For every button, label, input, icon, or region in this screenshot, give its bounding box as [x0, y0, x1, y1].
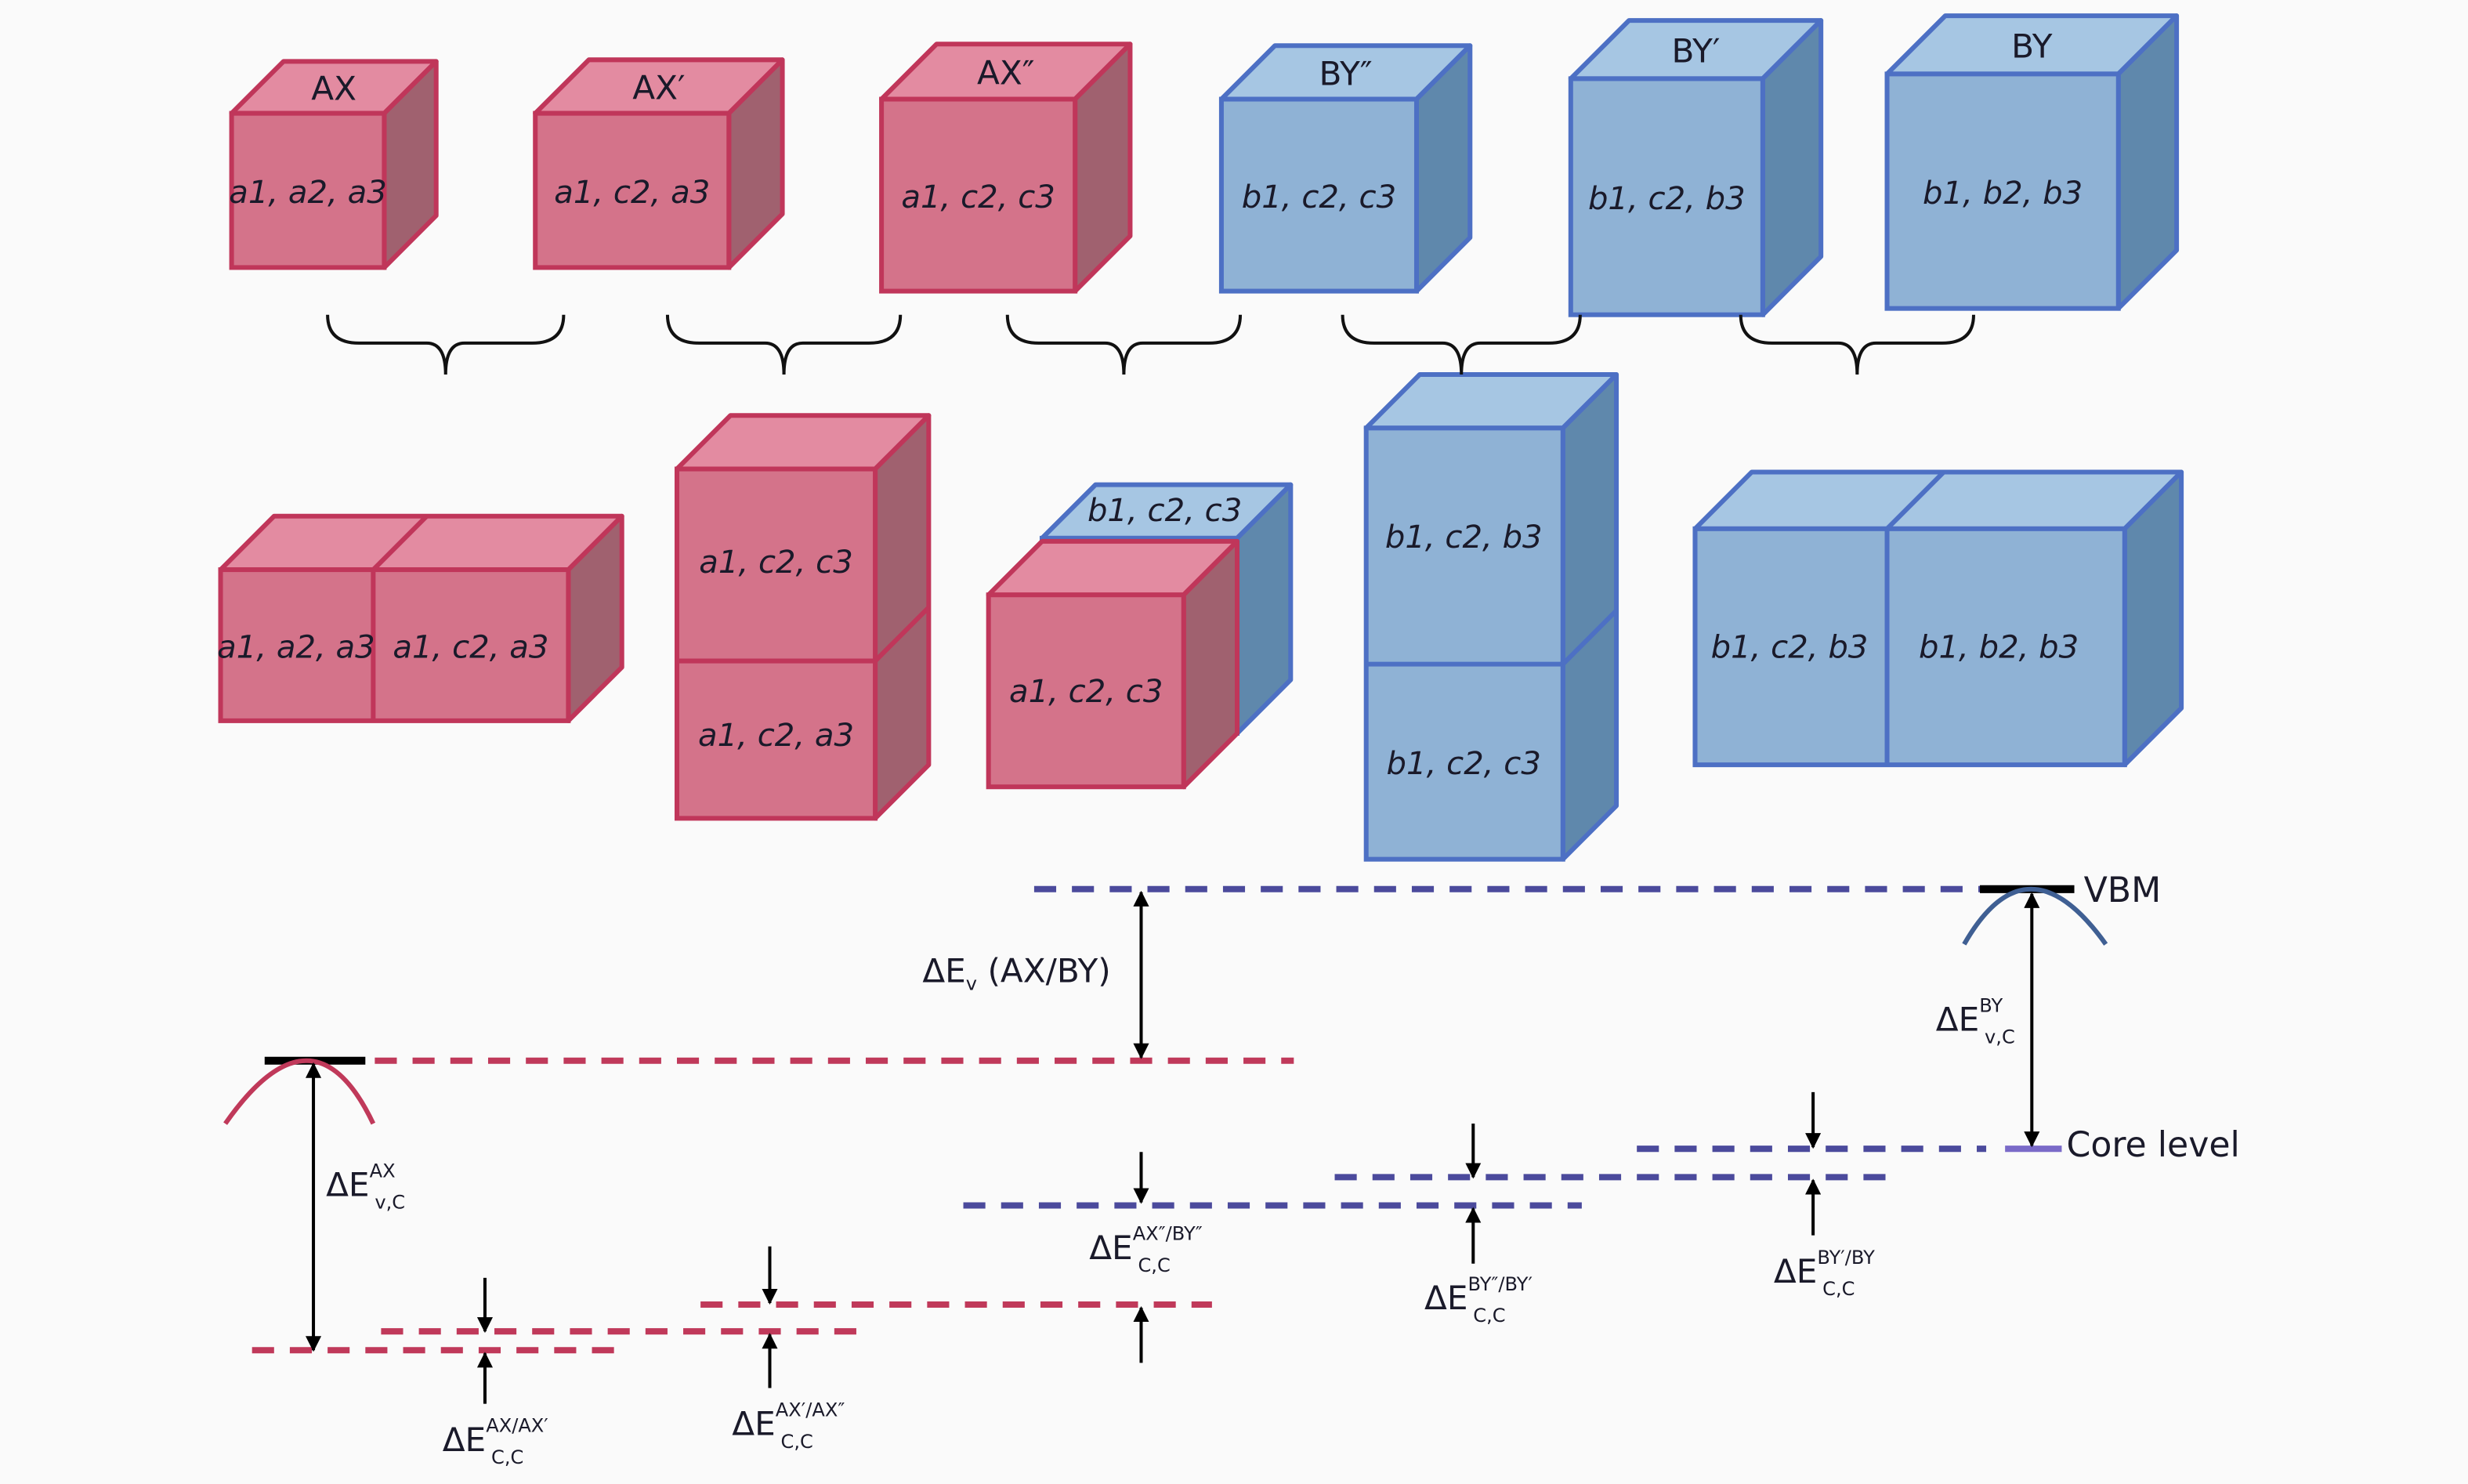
brace-2 [665, 314, 903, 375]
subscript: C,C [491, 1446, 523, 1468]
delta-evc-by-label: ΔEBY v,C [1936, 994, 2015, 1048]
cube-name-label: BY [2011, 27, 2053, 65]
cube-front-face [533, 110, 732, 270]
cube-front-face [229, 110, 387, 270]
heterostructure-bypp-byp: b1, c2, b3 b1, c2, c3 [1363, 372, 1619, 862]
delta-symbol: ΔE [732, 1405, 775, 1443]
unit-cell-4: BY″ b1, c2, c3 [1218, 43, 1473, 294]
energy-arrows [305, 890, 2040, 1404]
cube-name-label: AX [311, 70, 356, 108]
cube-front-face [1363, 425, 1565, 862]
composition-label: a1, a2, a3 [217, 630, 375, 666]
composition-label: b1, c2, c3 [1087, 493, 1242, 529]
cube-red [986, 538, 1240, 790]
delta-symbol: ΔE [1424, 1279, 1467, 1317]
composition-label: a1, c2, a3 [393, 630, 548, 666]
composition-label: b1, b2, b3 [1919, 630, 2079, 666]
brace-4 [1341, 314, 1582, 375]
interface-line [873, 606, 931, 663]
heterostructure-ax-axp: a1, a2, a3 a1, c2, a3 [217, 513, 624, 723]
subscript: v,C [1985, 1026, 2015, 1048]
composition-label: b1, c2, b3 [1588, 181, 1746, 217]
superscript: AX″/BY″ [1133, 1223, 1203, 1245]
subscript: v,C [375, 1192, 405, 1214]
interface-line [1885, 470, 1945, 530]
energy-levels [223, 885, 2108, 1354]
composition-label: b1, c2, c3 [1387, 746, 1541, 782]
valence-band-ax [223, 1058, 376, 1125]
unit-cell-5: BY′ b1, c2, b3 [1568, 18, 1824, 317]
delta-ecc-ax-axp-label: ΔEAX/AX′ C,C [443, 1415, 548, 1468]
superscript: BY″/BY′ [1468, 1273, 1533, 1295]
cube-front-face [1218, 96, 1419, 294]
heterostructure-axpp-bypp: b1, c2, c3 a1, c2, c3 [986, 482, 1294, 790]
delta-ecc-bypp-byp-label: ΔEBY″/BY′ C,C [1424, 1273, 1533, 1327]
composition-label: a1, c2, c3 [901, 179, 1055, 215]
cube-name-label: AX′ [632, 69, 685, 107]
delta-ecc-byp-by-label: ΔEBY′/BY C,C [1774, 1247, 1875, 1300]
delta-symbol: ΔE [922, 951, 965, 990]
subscript: v [966, 972, 977, 994]
vbm-label: VBM [2084, 870, 2162, 910]
delta-symbol: ΔE [326, 1165, 369, 1203]
unit-cell-6: BY b1, b2, b3 [1884, 13, 2180, 311]
composition-label: b1, c2, c3 [1242, 179, 1396, 215]
heterostructure-byp-by: b1, c2, b3 b1, b2, b3 [1692, 469, 2184, 768]
superscript: BY [1979, 994, 2003, 1016]
cube-front-face [218, 567, 571, 723]
cube-name-label: AX″ [977, 53, 1034, 92]
brace-1 [326, 314, 566, 375]
subscript: C,C [781, 1431, 813, 1453]
cube-front-face [1884, 71, 2121, 311]
composition-label: b1, c2, b3 [1711, 630, 1869, 666]
delta-symbol: ΔE [1936, 1001, 1979, 1039]
delta-symbol: ΔE [1774, 1252, 1817, 1290]
interface-line [1561, 609, 1619, 666]
delta-ecc-axp-axpp-label: ΔEAX′/AX″ C,C [732, 1399, 845, 1453]
superscript: AX [370, 1160, 396, 1182]
composition-label: b1, c2, b3 [1385, 519, 1543, 556]
cuboid [1363, 372, 1619, 862]
label-rest: (AX/BY) [977, 951, 1111, 990]
cuboid [218, 513, 624, 723]
delta-symbol: ΔE [443, 1421, 486, 1459]
cuboid [674, 413, 932, 821]
brace-5 [1739, 314, 1975, 375]
unit-cell-2: AX′ a1, c2, a3 [533, 57, 785, 270]
cube-front-face [674, 466, 878, 821]
cube-name-label: BY″ [1319, 54, 1373, 92]
composition-label: a1, c2, a3 [554, 175, 710, 211]
heterostructure-axp-axpp: a1, c2, c3 a1, c2, a3 [674, 413, 932, 821]
valence-band-by [1962, 887, 2108, 946]
cube-name-label: BY′ [1672, 31, 1721, 70]
cuboid [1692, 469, 2184, 768]
superscript: AX/AX′ [486, 1415, 548, 1437]
brace-layer [326, 314, 1975, 375]
delta-ecc-axpp-bypp-label: ΔEAX″/BY″ C,C [1089, 1223, 1203, 1276]
superscript: BY′/BY [1817, 1247, 1875, 1269]
core-level-label: Core level [2066, 1125, 2239, 1165]
delta-ev-ax-by-label: ΔEv (AX/BY) [922, 951, 1110, 994]
composition-label: a1, c2, a3 [698, 718, 854, 754]
cube-layer: AX a1, a2, a3 AX′ a1, c2, a3 AX″ a1, c2, c3 BY… [217, 13, 2184, 862]
cube-front-face [1568, 76, 1765, 317]
composition-label: a1, c2, c3 [1009, 674, 1163, 710]
unit-cell-3: AX″ a1, c2, c3 [879, 42, 1133, 294]
interface-line [371, 514, 429, 572]
superscript: AX′/AX″ [776, 1399, 845, 1421]
brace-3 [1005, 314, 1243, 375]
cube-front-face [986, 592, 1186, 790]
subscript: C,C [1473, 1305, 1505, 1327]
delta-evc-ax-label: ΔEAX v,C [326, 1160, 405, 1213]
unit-cell-1: AX a1, a2, a3 [229, 59, 439, 270]
subscript: C,C [1822, 1278, 1855, 1300]
cube-front-face [1692, 526, 2127, 768]
composition-label: a1, a2, a3 [229, 175, 387, 211]
composition-label: a1, c2, c3 [699, 545, 852, 581]
composition-label: b1, b2, b3 [1923, 176, 2083, 212]
delta-symbol: ΔE [1089, 1229, 1132, 1267]
subscript: C,C [1138, 1254, 1170, 1276]
cube-front-face [879, 96, 1078, 294]
